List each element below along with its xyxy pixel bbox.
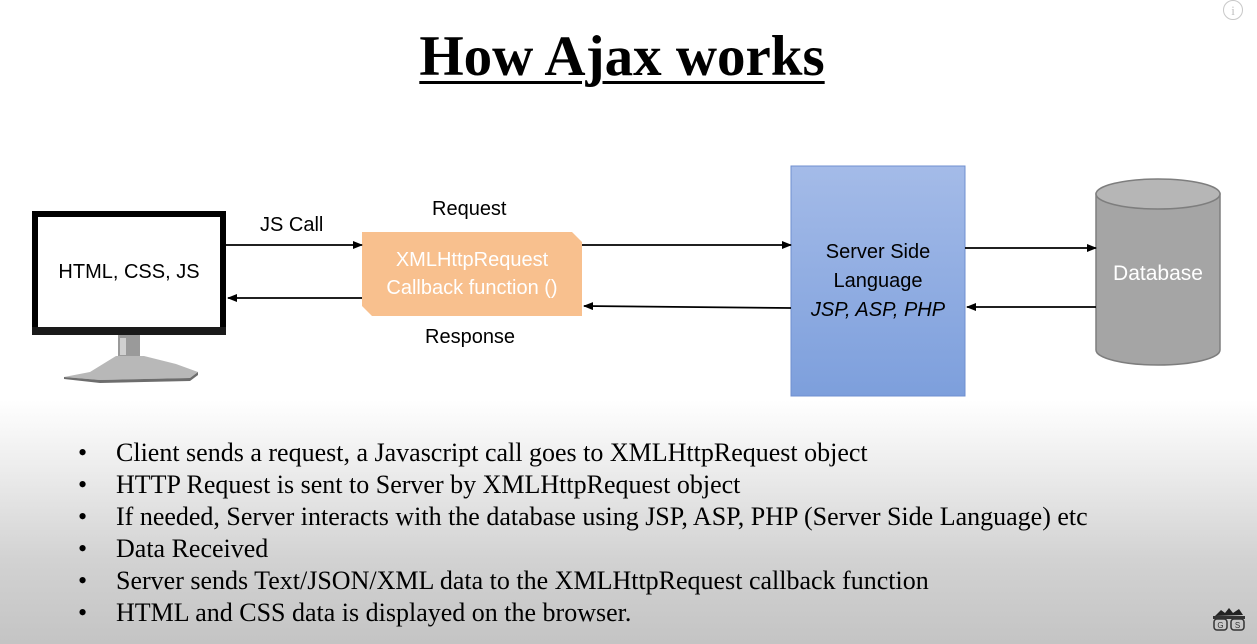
bullet-dot: •: [78, 598, 88, 627]
page-title-text: How Ajax works: [419, 25, 825, 88]
server-box-text: Server Side Language JSP, ASP, PHP: [791, 166, 965, 396]
svg-text:S: S: [1235, 621, 1240, 630]
monitor-base-edge: [64, 372, 198, 383]
bullet-dot: •: [78, 438, 88, 467]
server-box: [790, 165, 966, 397]
bullet-dot: •: [78, 502, 88, 531]
xhr-label: XMLHttpRequest: [395, 249, 549, 271]
monitor-screen: [38, 217, 220, 327]
monitor-base: [64, 356, 198, 380]
list-item: • Server sends Text/JSON/XML data to the …: [78, 565, 1088, 597]
client-label: HTML, CSS, JS: [58, 260, 200, 283]
monitor-icon: [32, 211, 226, 383]
monitor-neck-highlight: [120, 338, 126, 355]
list-item-text: Data Received: [116, 534, 269, 563]
database-label: Database: [1113, 262, 1203, 285]
list-item: • HTTP Request is sent to Server by XMLHt…: [78, 469, 1088, 501]
info-icon[interactable]: i: [1223, 0, 1243, 20]
database-cylinder-icon: [1095, 178, 1221, 366]
list-item-text: If needed, Server interacts with the dat…: [116, 502, 1088, 531]
bullet-list: • Client sends a request, a Javascript ca…: [78, 437, 1088, 629]
js-call-label: JS Call: [260, 214, 324, 236]
server-label-line1: Server Side: [825, 240, 931, 263]
list-item-text: Client sends a request, a Javascript cal…: [116, 438, 868, 467]
page-title: How Ajax works: [0, 24, 1244, 90]
response-label: Response: [425, 326, 516, 348]
list-item-text: HTML and CSS data is displayed on the br…: [116, 598, 632, 627]
xhr-box-text: XMLHttpRequest Callback function (): [362, 232, 582, 316]
bullet-dot: •: [78, 470, 88, 499]
xhr-box: [362, 232, 582, 316]
list-item-text: Server sends Text/JSON/XML data to the X…: [116, 566, 929, 595]
list-item-text: HTTP Request is sent to Server by XMLHtt…: [116, 470, 741, 499]
server-label-line2: Language: [833, 269, 923, 292]
bullet-dot: •: [78, 566, 88, 595]
server-languages-label: JSP, ASP, PHP: [810, 298, 946, 321]
list-item: • Client sends a request, a Javascript ca…: [78, 437, 1088, 469]
svg-text:G: G: [1217, 621, 1223, 630]
request-label: Request: [432, 198, 507, 220]
list-item: • If needed, Server interacts with the da…: [78, 501, 1088, 533]
bullet-dot: •: [78, 534, 88, 563]
list-item: • Data Received: [78, 533, 1088, 565]
glasses-logo-icon: G S: [1213, 608, 1245, 631]
callback-label: Callback function (): [386, 277, 558, 299]
response-arrow: [583, 302, 792, 311]
monitor-bezel: [32, 327, 226, 335]
list-item: • HTML and CSS data is displayed on the b…: [78, 597, 1088, 629]
